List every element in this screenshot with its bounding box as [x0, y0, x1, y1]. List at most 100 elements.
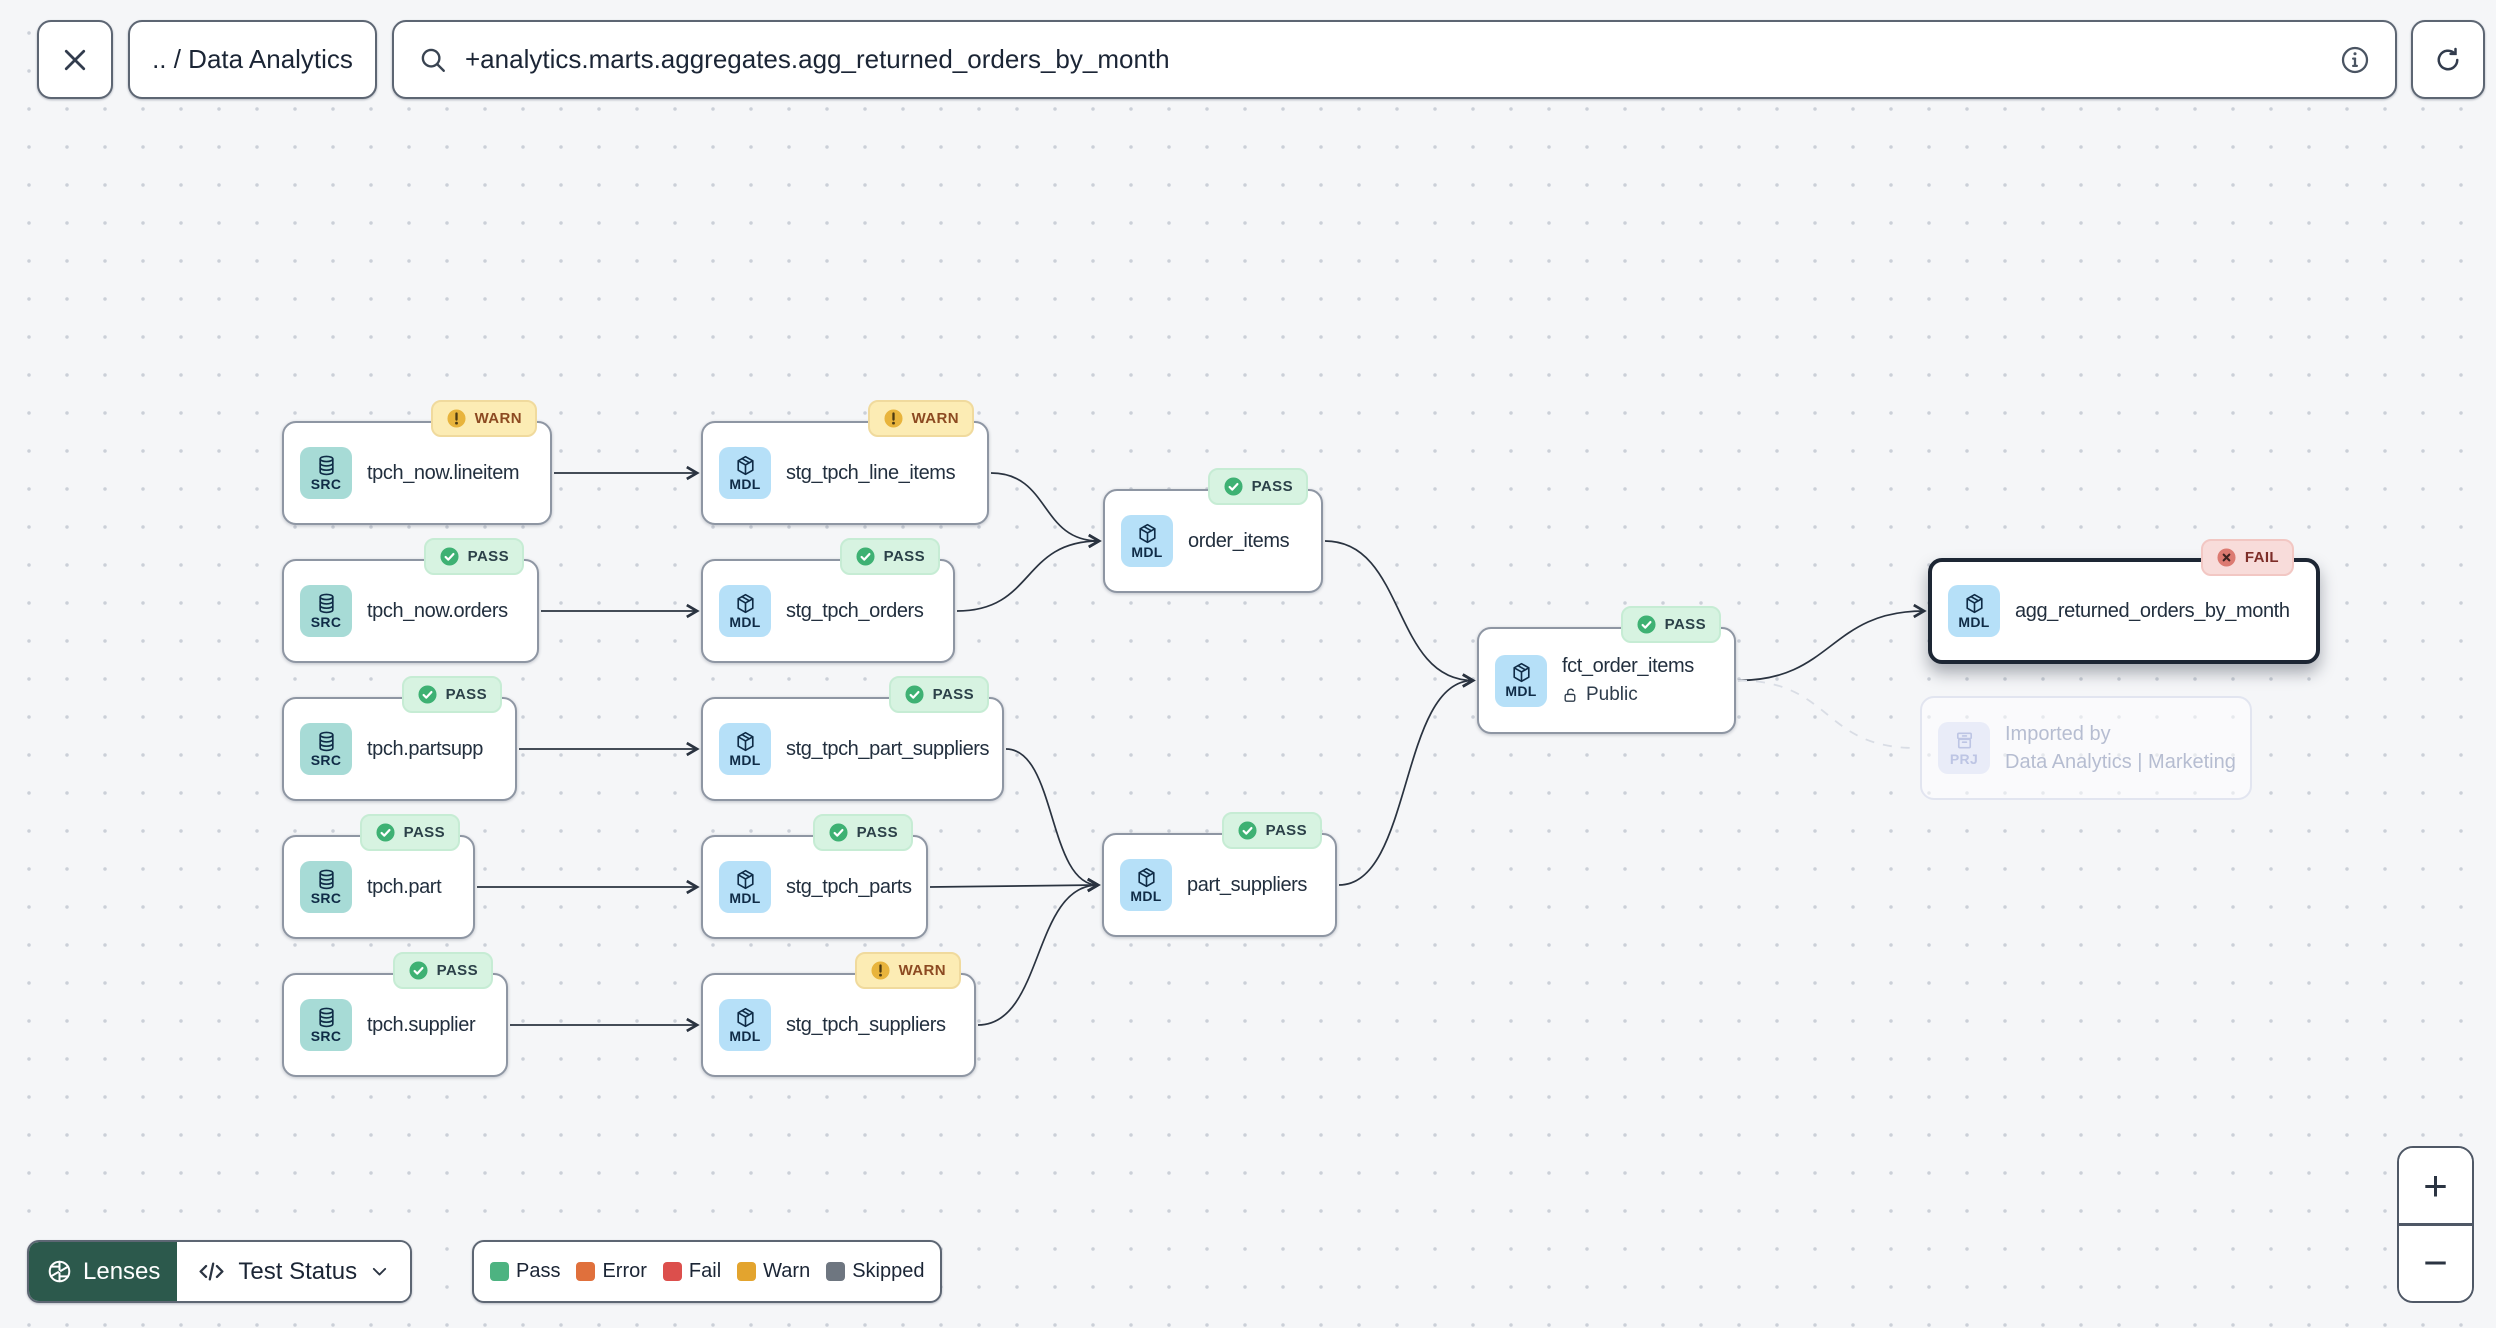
zoom-controls: + −: [2397, 1146, 2474, 1303]
node-type-tile-src: SRC: [300, 861, 352, 913]
node-label: stg_tpch_line_items: [786, 461, 956, 484]
node-label: part_suppliers: [1187, 873, 1308, 896]
status-badge-pass: PASS: [1207, 468, 1308, 505]
lens-selector-test-status[interactable]: Test Status: [177, 1242, 411, 1301]
breadcrumb-button[interactable]: .. / Data Analytics: [128, 20, 377, 99]
pass-status-icon: [856, 547, 875, 566]
node-type-tile-mdl: MDL: [1121, 515, 1173, 567]
refresh-button[interactable]: [2411, 20, 2485, 99]
node-type-tile-src: SRC: [300, 447, 352, 499]
status-badge-pass: PASS: [1221, 812, 1322, 849]
pass-status-icon: [440, 547, 459, 566]
edge-stg_tpch_suppliers-to-part_suppliers: [977, 877, 1101, 1026]
status-badge-pass: PASS: [423, 538, 524, 575]
graph-node-tpch_supplier[interactable]: PASS SRC tpch.supplier: [282, 952, 508, 1077]
search-icon: [421, 48, 445, 72]
node-type-tile-prj: PRJ: [1938, 722, 1990, 774]
database-icon: [318, 455, 334, 476]
zoom-out-button[interactable]: −: [2399, 1225, 2472, 1301]
lenses-button[interactable]: Lenses: [29, 1242, 178, 1301]
node-label: tpch.supplier: [367, 1013, 476, 1036]
pass-status-icon: [1637, 615, 1656, 634]
node-type-tile-mdl: MDL: [719, 723, 771, 775]
node-label: tpch.part: [367, 875, 442, 898]
legend-item-skipped: Skipped: [826, 1260, 924, 1283]
legend-swatch-skipped: [826, 1262, 846, 1281]
legend-swatch-warn: [737, 1262, 757, 1281]
edge-stg_tpch_parts-to-part_suppliers: [929, 877, 1101, 893]
lenses-pill: Lenses Test Status: [27, 1240, 413, 1303]
search-input[interactable]: [463, 43, 2324, 76]
node-label: stg_tpch_orders: [786, 599, 924, 622]
cube-icon: [1965, 593, 1983, 613]
search-bar[interactable]: [392, 20, 2397, 99]
node-label: fct_order_items: [1562, 655, 1694, 677]
cube-icon: [736, 1007, 754, 1027]
node-type-tile-mdl: MDL: [1948, 585, 2000, 637]
status-badge-pass: PASS: [888, 676, 989, 713]
breadcrumb: .. / Data Analytics: [152, 44, 353, 74]
graph-node-tpch_now_orders[interactable]: PASS SRC tpch_now.orders: [282, 538, 539, 663]
legend-item-fail: Fail: [662, 1260, 721, 1283]
status-badge-pass: PASS: [392, 952, 493, 989]
status-badge-warn: WARN: [430, 400, 537, 437]
legend-item-warn: Warn: [737, 1260, 810, 1283]
pass-status-icon: [1238, 821, 1257, 840]
legend-swatch-fail: [662, 1262, 682, 1281]
edge-fct_order_items-to-agg_returned_orders_by_month: [1737, 603, 1927, 682]
edge-order_items-to-fct_order_items: [1324, 540, 1476, 688]
node-label: agg_returned_orders_by_month: [2015, 599, 2290, 622]
status-badge-pass: PASS: [812, 814, 913, 851]
node-type-tile-src: SRC: [300, 723, 352, 775]
refresh-icon: [2437, 47, 2459, 70]
cube-icon: [736, 593, 754, 613]
status-badge-pass: PASS: [1620, 606, 1721, 643]
lock-open-icon: [1562, 687, 1579, 704]
legend-swatch-pass: [490, 1262, 509, 1281]
pass-status-icon: [409, 961, 428, 980]
database-icon: [318, 731, 334, 752]
legend-swatch-error: [576, 1262, 596, 1281]
node-label: tpch.partsupp: [367, 737, 483, 760]
edge-stg_tpch_part_suppliers-to-part_suppliers: [1005, 748, 1101, 893]
aperture-icon: [48, 1260, 71, 1283]
node-label: tpch_now.orders: [367, 599, 508, 622]
pass-status-icon: [1224, 477, 1243, 496]
node-type-tile-mdl: MDL: [719, 447, 771, 499]
node-type-tile-mdl: MDL: [719, 861, 771, 913]
ghost-node-title: Imported by: [2005, 723, 2111, 745]
status-badge-warn: WARN: [854, 952, 961, 989]
info-icon[interactable]: [2339, 44, 2371, 76]
close-button[interactable]: [37, 20, 113, 99]
edge-part_suppliers-to-fct_order_items: [1338, 673, 1476, 886]
node-type-tile-src: SRC: [300, 585, 352, 637]
cube-icon: [736, 869, 754, 889]
node-type-tile-mdl: MDL: [719, 999, 771, 1051]
lenses-label: Lenses: [83, 1257, 161, 1285]
status-badge-pass: PASS: [839, 538, 940, 575]
edge-fct_order_items-to-imported_by_project: [1737, 679, 1917, 749]
cube-icon: [736, 731, 754, 751]
node-type-tile-mdl: MDL: [1495, 654, 1547, 707]
project-icon: [1956, 732, 1972, 749]
zoom-in-button[interactable]: +: [2399, 1148, 2472, 1224]
node-type-tile-src: SRC: [300, 999, 352, 1051]
cube-icon: [1137, 867, 1155, 887]
cube-icon: [1138, 523, 1156, 543]
